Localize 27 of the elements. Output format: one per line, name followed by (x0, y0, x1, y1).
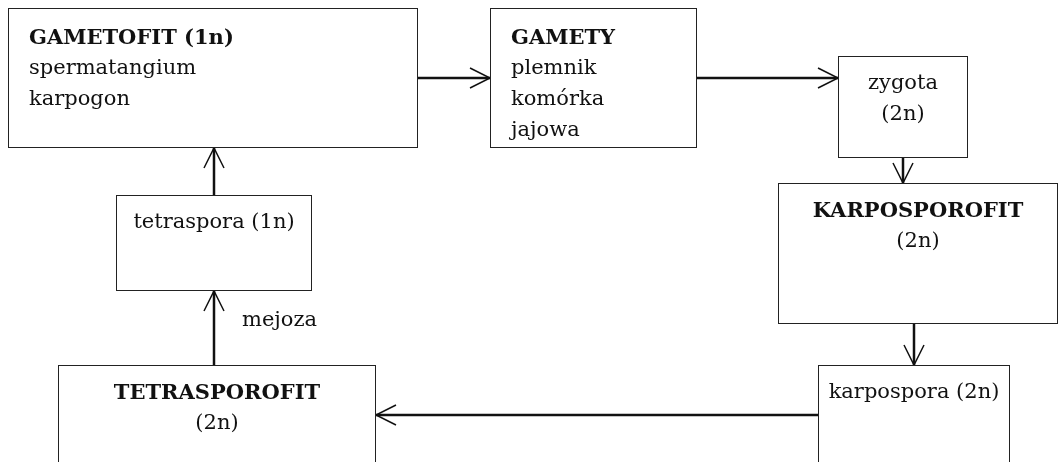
box-text: karpospora (2n) (828, 378, 1000, 405)
box-text: spermatangium (29, 54, 197, 81)
box-heading: TETRASPOROFIT (113, 378, 321, 406)
box-heading: GAMETY (511, 23, 616, 51)
box-text: komórka jajowa (511, 85, 606, 143)
arrow (375, 404, 818, 426)
arrow (203, 290, 225, 365)
box-text: zygota (2n) (867, 69, 939, 127)
arrow (903, 324, 925, 366)
box-text: plemnik (511, 54, 597, 81)
stage-box (838, 56, 968, 158)
stage-box (8, 8, 418, 148)
arrow (697, 67, 839, 89)
stage-box (818, 365, 1010, 462)
box-text: (2n) (896, 227, 940, 254)
box-text: karpogon (29, 85, 130, 112)
box-text: tetraspora (1n) (133, 208, 295, 235)
box-heading: KARPOSPOROFIT (812, 196, 1024, 224)
box-heading: GAMETOFIT (1n) (29, 23, 234, 51)
box-text: (2n) (195, 409, 239, 436)
stage-box (116, 195, 312, 291)
stage-box (778, 183, 1058, 324)
arrow (203, 147, 225, 195)
arrow (892, 158, 914, 184)
arrow (418, 67, 491, 89)
stage-box (490, 8, 697, 148)
stage-box (58, 365, 376, 462)
